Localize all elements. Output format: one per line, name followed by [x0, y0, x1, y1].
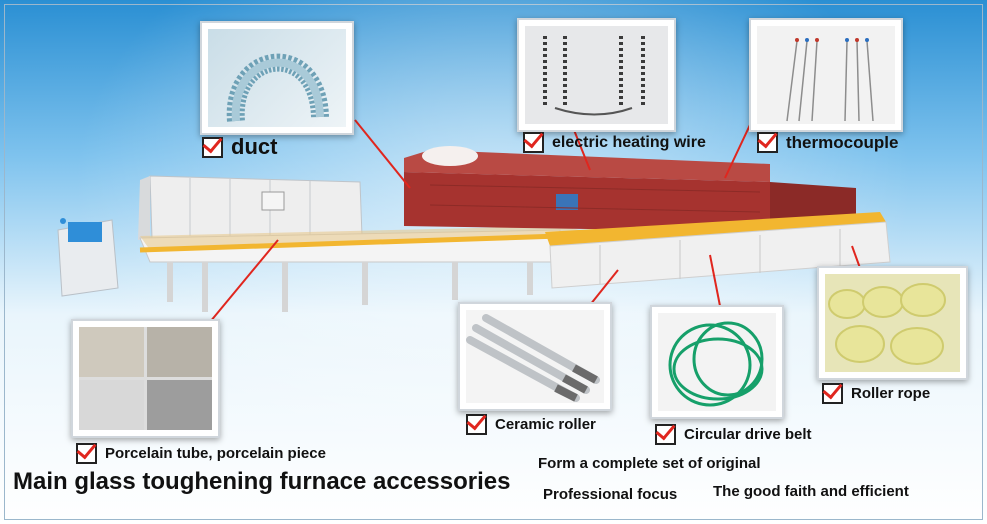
porcelain-photo	[71, 319, 220, 438]
electrical-cabinet	[138, 175, 363, 240]
headline: Main glass toughening furnace accessorie…	[13, 468, 511, 495]
duct-caption: duct	[202, 134, 277, 160]
conveyor-rail	[545, 212, 891, 289]
ceramic-roller-photo	[458, 302, 612, 411]
roller-rope-caption: Roller rope	[822, 383, 930, 404]
check-icon	[466, 414, 487, 435]
heating-wire-caption: electric heating wire	[523, 132, 706, 153]
loading-table	[139, 226, 600, 312]
porcelain-caption: Porcelain tube, porcelain piece	[76, 443, 326, 464]
ceramic-roller-caption: Ceramic roller	[466, 414, 596, 435]
tagline-good-faith: The good faith and efficient	[713, 483, 909, 500]
drive-belt-caption: Circular drive belt	[655, 424, 812, 445]
check-icon	[202, 136, 223, 158]
check-icon	[757, 132, 778, 153]
thermocouple-caption: thermocouple	[757, 132, 898, 153]
check-icon	[822, 383, 843, 404]
thermocouple-photo	[749, 18, 903, 132]
check-icon	[76, 443, 97, 464]
heating-wire-photo	[517, 18, 676, 132]
tagline-form-complete: Form a complete set of original	[538, 455, 761, 472]
check-icon	[523, 132, 544, 153]
control-desk	[57, 218, 119, 297]
duct-photo	[200, 21, 354, 135]
tagline-professional: Professional focus	[543, 486, 678, 503]
check-icon	[655, 424, 676, 445]
drive-belt-photo	[650, 305, 784, 419]
roller-rope-photo	[817, 266, 968, 380]
heating-chamber	[404, 146, 856, 232]
